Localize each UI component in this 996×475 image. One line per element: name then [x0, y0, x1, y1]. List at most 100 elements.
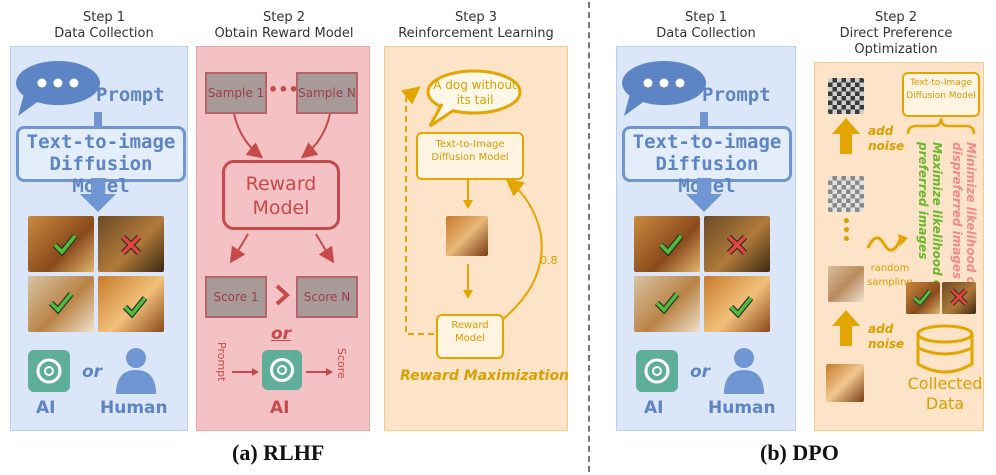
rlhf-step2-subtitle: Obtain Reward Model	[214, 26, 354, 41]
person-icon	[116, 348, 156, 394]
reward-value: 0.8	[540, 254, 558, 267]
collected-data-line1: Collected	[907, 374, 983, 393]
dpo-step1-human-label: Human	[708, 398, 776, 418]
maximize-line2: preferred images	[916, 142, 930, 260]
vertical-dots: •••	[842, 214, 851, 248]
sample-1-box: Sample 1	[205, 72, 267, 114]
rlhf-step2-arrows	[229, 113, 335, 264]
rlhf-step2-prompt-label: Prompt	[215, 342, 228, 382]
rlhf-step2-heading: Step 2 Obtain Reward Model	[194, 10, 374, 42]
rlhf-caption: (a) RLHF	[232, 440, 325, 465]
add-noise-top: add noise	[868, 124, 904, 154]
rlhf-step1-or: or	[82, 362, 103, 382]
random-sampling-line2: sampling	[867, 277, 913, 288]
right-arrow-icon	[306, 368, 333, 376]
rlhf-step3-reward-line2: Model	[454, 333, 486, 344]
rlhf-step3-reward-line1: Reward	[451, 320, 489, 331]
down-arrow-icon	[463, 264, 473, 299]
check-icon	[658, 234, 684, 256]
rlhf-step1-subtitle: Data Collection	[54, 26, 154, 41]
down-arrow-icon	[686, 178, 722, 212]
dog-image	[98, 276, 164, 332]
openai-icon	[262, 350, 302, 390]
dpo-step1-title: Step 1	[684, 10, 727, 25]
random-sampling-label: random sampling	[866, 262, 914, 290]
reward-model-line1: Reward	[245, 173, 317, 195]
cross-icon	[120, 234, 142, 256]
add-noise-bottom-line2: noise	[868, 337, 905, 351]
rlhf-step3-subtitle: Reinforcement Learning	[398, 26, 554, 41]
rlhf-step1-prompt-label: Prompt	[96, 84, 165, 106]
score-n-box: Score N	[296, 276, 358, 318]
rlhf-step1-image-grid	[28, 216, 164, 332]
rlhf-step3-heading: Step 3 Reinforcement Learning	[376, 10, 576, 42]
down-arrow-icon	[700, 112, 708, 128]
section-divider	[588, 2, 590, 472]
up-arrow-icon	[832, 310, 860, 346]
dpo-step1-model-line1: Text-to-image	[632, 131, 782, 153]
dpo-step2-model-line1: Text-to-Image	[909, 78, 973, 88]
check-icon	[728, 296, 754, 318]
dpo-step1-image-grid	[634, 216, 770, 332]
up-arrow-icon	[832, 118, 860, 154]
cross-icon	[726, 234, 748, 256]
check-icon	[122, 296, 148, 318]
rlhf-step1-model-line2: Diffusion Model	[49, 153, 153, 197]
dpo-step1-model-box: Text-to-image Diffusion Model	[622, 126, 792, 197]
random-sampling-line1: random	[870, 263, 910, 274]
greater-than-icon	[275, 284, 290, 306]
add-noise-bottom: add noise	[868, 322, 904, 352]
rlhf-step1-heading: Step 1 Data Collection	[18, 10, 190, 42]
speech-bubble-icon	[16, 61, 100, 116]
dpo-step2-subtitle-line1: Direct Preference	[839, 26, 953, 41]
right-arrow-icon	[232, 368, 259, 376]
rlhf-step2-or: or	[271, 324, 292, 344]
collected-data-label: Collected Data	[898, 374, 992, 414]
dog-image	[704, 276, 770, 332]
check-icon	[48, 292, 74, 314]
rlhf-step2-title: Step 2	[262, 10, 305, 25]
bubble-text: A dog without its tail	[430, 78, 520, 108]
dpo-step2-title: Step 2	[874, 10, 917, 25]
add-noise-top-line1: add	[868, 124, 894, 138]
dog-image	[446, 216, 488, 256]
down-arrow-icon	[463, 180, 473, 209]
noise-image	[828, 176, 864, 212]
openai-icon	[636, 350, 678, 392]
dpo-step1-ai-label: AI	[644, 398, 664, 418]
check-icon	[912, 289, 932, 306]
check-icon	[654, 292, 680, 314]
rlhf-step2-ai-label: AI	[270, 398, 290, 418]
rlhf-step1-ai-label: AI	[36, 398, 56, 418]
dpo-step2-model-line2: Diffusion Model	[906, 91, 976, 101]
brace-icon	[906, 117, 976, 135]
ellipsis-dots: •••	[268, 80, 299, 99]
bubble-line2: its tail	[456, 93, 494, 107]
sample-n-box: Sample N	[296, 72, 358, 114]
add-noise-top-line2: noise	[868, 139, 905, 153]
person-icon	[724, 348, 764, 394]
reward-model-line2: Model	[252, 197, 310, 219]
rlhf-step2-score-label: Score	[335, 348, 348, 379]
speech-bubble	[426, 69, 522, 128]
speech-bubble-icon	[622, 61, 706, 116]
check-icon	[52, 234, 78, 256]
down-arrow-icon	[94, 112, 102, 128]
dpo-step1-subtitle: Data Collection	[656, 26, 756, 41]
maximize-line1: Maximize likelihood on	[930, 142, 944, 297]
rlhf-step3-model-line1: Text-to-Image	[435, 139, 505, 150]
database-icon	[916, 324, 974, 374]
noise-image	[828, 78, 864, 114]
dog-image	[826, 364, 864, 402]
reward-model-box: Reward Model	[222, 160, 340, 230]
dpo-step2-model-box: Text-to-Image Diffusion Model	[902, 72, 980, 117]
down-arrow-icon	[80, 178, 116, 212]
dpo-step1-or: or	[690, 362, 711, 382]
openai-icon	[28, 350, 70, 392]
collected-data-line2: Data	[925, 394, 965, 413]
dog-image	[634, 216, 700, 272]
maximize-text: Maximize likelihood on preferred images	[916, 142, 944, 297]
dog-image	[828, 266, 864, 302]
feedback-loop	[401, 86, 543, 335]
reward-maximization-label: Reward Maximization	[400, 368, 570, 384]
